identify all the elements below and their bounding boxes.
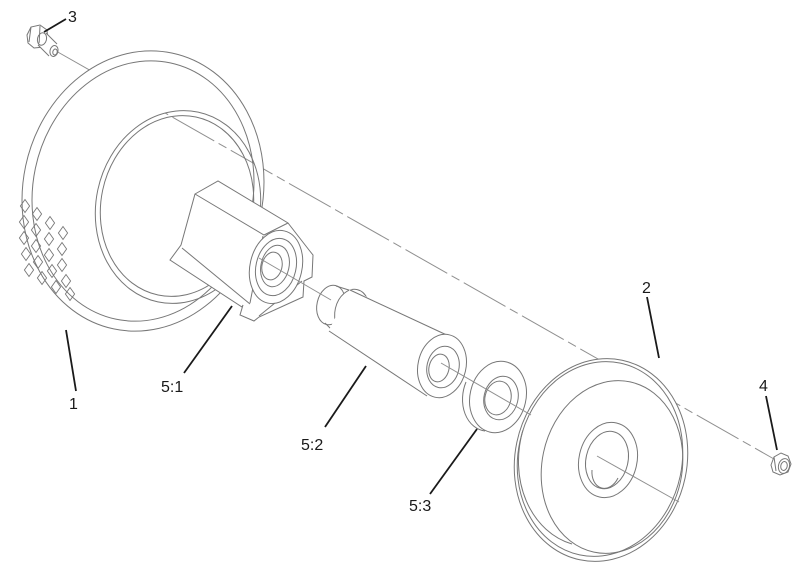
spacer-bottom-edge — [328, 330, 428, 397]
tread-block — [32, 254, 44, 270]
bolt-tip — [49, 45, 59, 57]
tire-sidewall-fill — [22, 50, 264, 332]
axis-segment-hub — [258, 257, 332, 301]
wheel-hub-face — [585, 430, 629, 490]
wheel-hub-bore-edge — [591, 469, 619, 489]
wheel-part — [513, 358, 689, 562]
leader-hub — [183, 305, 233, 374]
nut-bore — [780, 461, 788, 471]
bolt-shank-bottom — [37, 44, 50, 57]
callout-label-wheel: 2 — [642, 280, 651, 297]
hub-bore — [260, 244, 290, 288]
bolt-part — [26, 24, 59, 57]
leader-tire — [65, 329, 77, 392]
hub-facet-edge — [181, 247, 251, 305]
leader-nut — [765, 395, 778, 451]
callout-label-tire: 1 — [69, 396, 78, 413]
bolt-head-facet2 — [38, 25, 41, 47]
tread-block — [60, 273, 72, 289]
tread-block — [19, 198, 31, 214]
wheel-rim-wall — [517, 429, 573, 545]
callout-label-hub: 5:1 — [161, 379, 183, 396]
spacer-top-edge — [349, 289, 452, 338]
tread-block — [30, 238, 42, 254]
leader-spacer — [324, 365, 367, 428]
tread-block — [57, 225, 69, 241]
tread-block — [43, 247, 55, 263]
tire-tread — [18, 198, 76, 302]
bolt-collar — [36, 32, 48, 46]
spacer-bore-inner — [428, 353, 450, 383]
hub-part — [169, 180, 314, 322]
axis-segment-spacer-washer — [440, 362, 532, 416]
hub-boss-face — [254, 237, 298, 297]
callout-labels: 3 1 5:1 5:2 5:3 2 4 — [68, 9, 768, 515]
callout-label-nut: 4 — [759, 378, 768, 395]
axis-centerline-segments — [258, 257, 680, 503]
tread-block — [44, 215, 56, 231]
tread-block — [36, 270, 48, 286]
tread-block — [56, 241, 68, 257]
nut-facet-edge — [773, 456, 777, 472]
washer-hole-inner — [484, 380, 512, 416]
callout-label-spacer: 5:2 — [301, 437, 323, 454]
hub-bore-inner — [261, 251, 283, 281]
callout-label-washer: 5:3 — [409, 498, 431, 515]
callout-label-bolt: 3 — [68, 9, 77, 26]
bolt-shank-top — [45, 32, 58, 45]
bolt-head-facet — [28, 26, 32, 43]
tread-block — [31, 206, 43, 222]
tread-block — [23, 262, 35, 278]
washer-thickness-edge — [462, 381, 486, 432]
tread-block — [64, 286, 76, 302]
tread-block — [50, 279, 62, 295]
tread-block — [56, 257, 68, 273]
nut-part — [770, 452, 792, 476]
leader-washer — [429, 428, 478, 495]
tread-block — [18, 230, 30, 246]
bolt-tip-inner — [52, 48, 58, 56]
hub-top-chamfer — [194, 193, 289, 236]
leader-lines — [43, 18, 778, 495]
tread-block — [20, 246, 32, 262]
tread-block — [30, 222, 42, 238]
wheel-dish-face — [540, 380, 684, 554]
leader-bolt — [43, 18, 67, 33]
tread-block — [43, 231, 55, 247]
spacer-part — [316, 284, 467, 399]
axis-segment-wheel — [596, 455, 680, 503]
tread-block — [18, 214, 30, 230]
tread-block — [46, 263, 58, 279]
leader-wheel — [646, 296, 660, 359]
